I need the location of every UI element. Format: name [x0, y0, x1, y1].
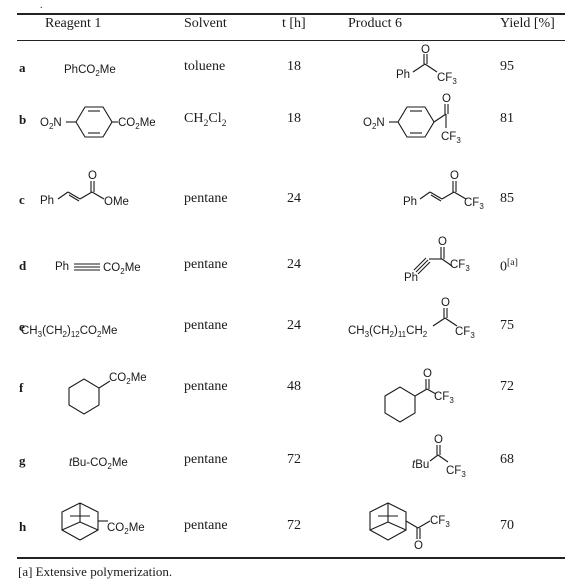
table-header-rule [17, 40, 565, 41]
header-solvent: Solvent [184, 16, 227, 31]
product-a: Ph O CF3 [396, 44, 457, 86]
yield-h: 70 [500, 518, 514, 533]
reagent-b-no2: O2N [40, 117, 62, 131]
yield-c: 85 [500, 191, 514, 206]
reagent-c-o: O [88, 170, 97, 182]
product-h: O CF3 [369, 502, 450, 552]
table-bottom-rule [17, 557, 565, 559]
reagent-g: tBu-CO2Me [69, 457, 128, 471]
product-h-cf3: CF3 [430, 515, 450, 529]
table-top-rule [17, 13, 565, 15]
reagent-e: CH3(CH2)12CO2Me [21, 325, 117, 339]
time-h: 72 [287, 518, 301, 533]
reagent-c-ome: OMe [104, 196, 129, 208]
top-dot-mark: . [40, 0, 43, 11]
product-h-o: O [414, 540, 423, 552]
footnote-ref: [a] [507, 257, 518, 268]
product-f-cf3: CF3 [434, 391, 454, 405]
yield-a: 95 [500, 59, 514, 74]
product-b-cf3: CF3 [441, 131, 461, 145]
product-c-cf3: CF3 [464, 197, 484, 211]
product-d: Ph O CF3 [404, 236, 470, 284]
product-e-chain: CH3(CH2)11CH2 [348, 325, 428, 339]
row-label-g: g [19, 453, 26, 468]
footnote: [a] Extensive polymerization. [18, 564, 173, 579]
reagent-f-co2me: CO2Me [109, 372, 147, 386]
yield-b: 81 [500, 111, 514, 126]
time-g: 72 [287, 452, 301, 467]
yield-g: 68 [500, 452, 514, 467]
row-label-a: a [19, 60, 26, 75]
row-label-h: h [19, 519, 27, 534]
reagent-f: CO2Me [68, 372, 147, 415]
product-g-cf3: CF3 [446, 465, 466, 479]
reagent-d: Ph CO2Me [55, 261, 141, 276]
product-c: Ph O CF3 [403, 170, 484, 211]
time-e: 24 [287, 318, 301, 333]
reagent-a: PhCO2Me [64, 64, 116, 78]
solvent-g: pentane [184, 452, 228, 467]
product-e: CH3(CH2)11CH2 O CF3 [348, 297, 475, 340]
product-g-tbu: tBu [412, 459, 429, 471]
row-label-d: d [19, 258, 27, 273]
product-d-ph: Ph [404, 272, 418, 284]
solvent-e: pentane [184, 318, 228, 333]
product-b-o: O [442, 93, 451, 105]
time-f: 48 [287, 379, 301, 394]
row-label-e: e [19, 319, 25, 334]
yield-d: 0[a] [500, 257, 518, 276]
header-reagent-text: Reagent 1 [45, 16, 102, 31]
reagent-b-co2me: CO2Me [118, 117, 156, 131]
solvent-h: pentane [184, 518, 228, 533]
time-c: 24 [287, 191, 301, 206]
header-product: Product 6 [348, 16, 403, 31]
header-yield: Yield [%] [500, 16, 555, 31]
product-b-no2: O2N [363, 117, 385, 131]
row-label-f: f [19, 380, 24, 395]
product-d-cf3: CF3 [450, 259, 470, 273]
row-label-b: b [19, 112, 27, 127]
product-a-cf3: CF3 [437, 72, 457, 86]
product-a-o: O [421, 44, 430, 56]
header-time: t [h] [282, 16, 306, 31]
yield-d-value: 0 [500, 259, 507, 275]
solvent-a: toluene [184, 59, 226, 74]
product-g-o: O [434, 434, 443, 446]
product-b: O2N O CF3 [363, 93, 461, 145]
product-a-ph: Ph [396, 69, 410, 81]
yield-f: 72 [500, 379, 514, 394]
product-g: tBu O CF3 [412, 434, 466, 479]
solvent-b: CH2Cl2 [184, 111, 227, 129]
time-d: 24 [287, 257, 301, 272]
product-c-o: O [450, 170, 459, 182]
solvent-f: pentane [184, 379, 228, 394]
solvent-d: pentane [184, 257, 228, 272]
reagent-c: Ph O OMe [40, 170, 129, 208]
yield-e: 75 [500, 318, 514, 333]
product-f: O CF3 [384, 368, 454, 423]
reagent-d-ph: Ph [55, 261, 69, 273]
reagent-b: O2N CO2Me [40, 106, 156, 138]
reagent-h: CO2Me [61, 502, 145, 541]
reagent-c-ph: Ph [40, 195, 54, 207]
header-reagent: Reagent 1 [45, 16, 101, 32]
solvent-c: pentane [184, 191, 228, 206]
product-f-o: O [423, 368, 432, 380]
product-e-o: O [441, 297, 450, 309]
reagent-d-co2me: CO2Me [103, 262, 141, 276]
time-b: 18 [287, 111, 301, 126]
product-c-ph: Ph [403, 196, 417, 208]
product-e-cf3: CF3 [455, 326, 475, 340]
product-d-o: O [438, 236, 447, 248]
time-a: 18 [287, 59, 301, 74]
reagent-h-co2me: CO2Me [107, 522, 145, 536]
row-label-c: c [19, 192, 25, 207]
